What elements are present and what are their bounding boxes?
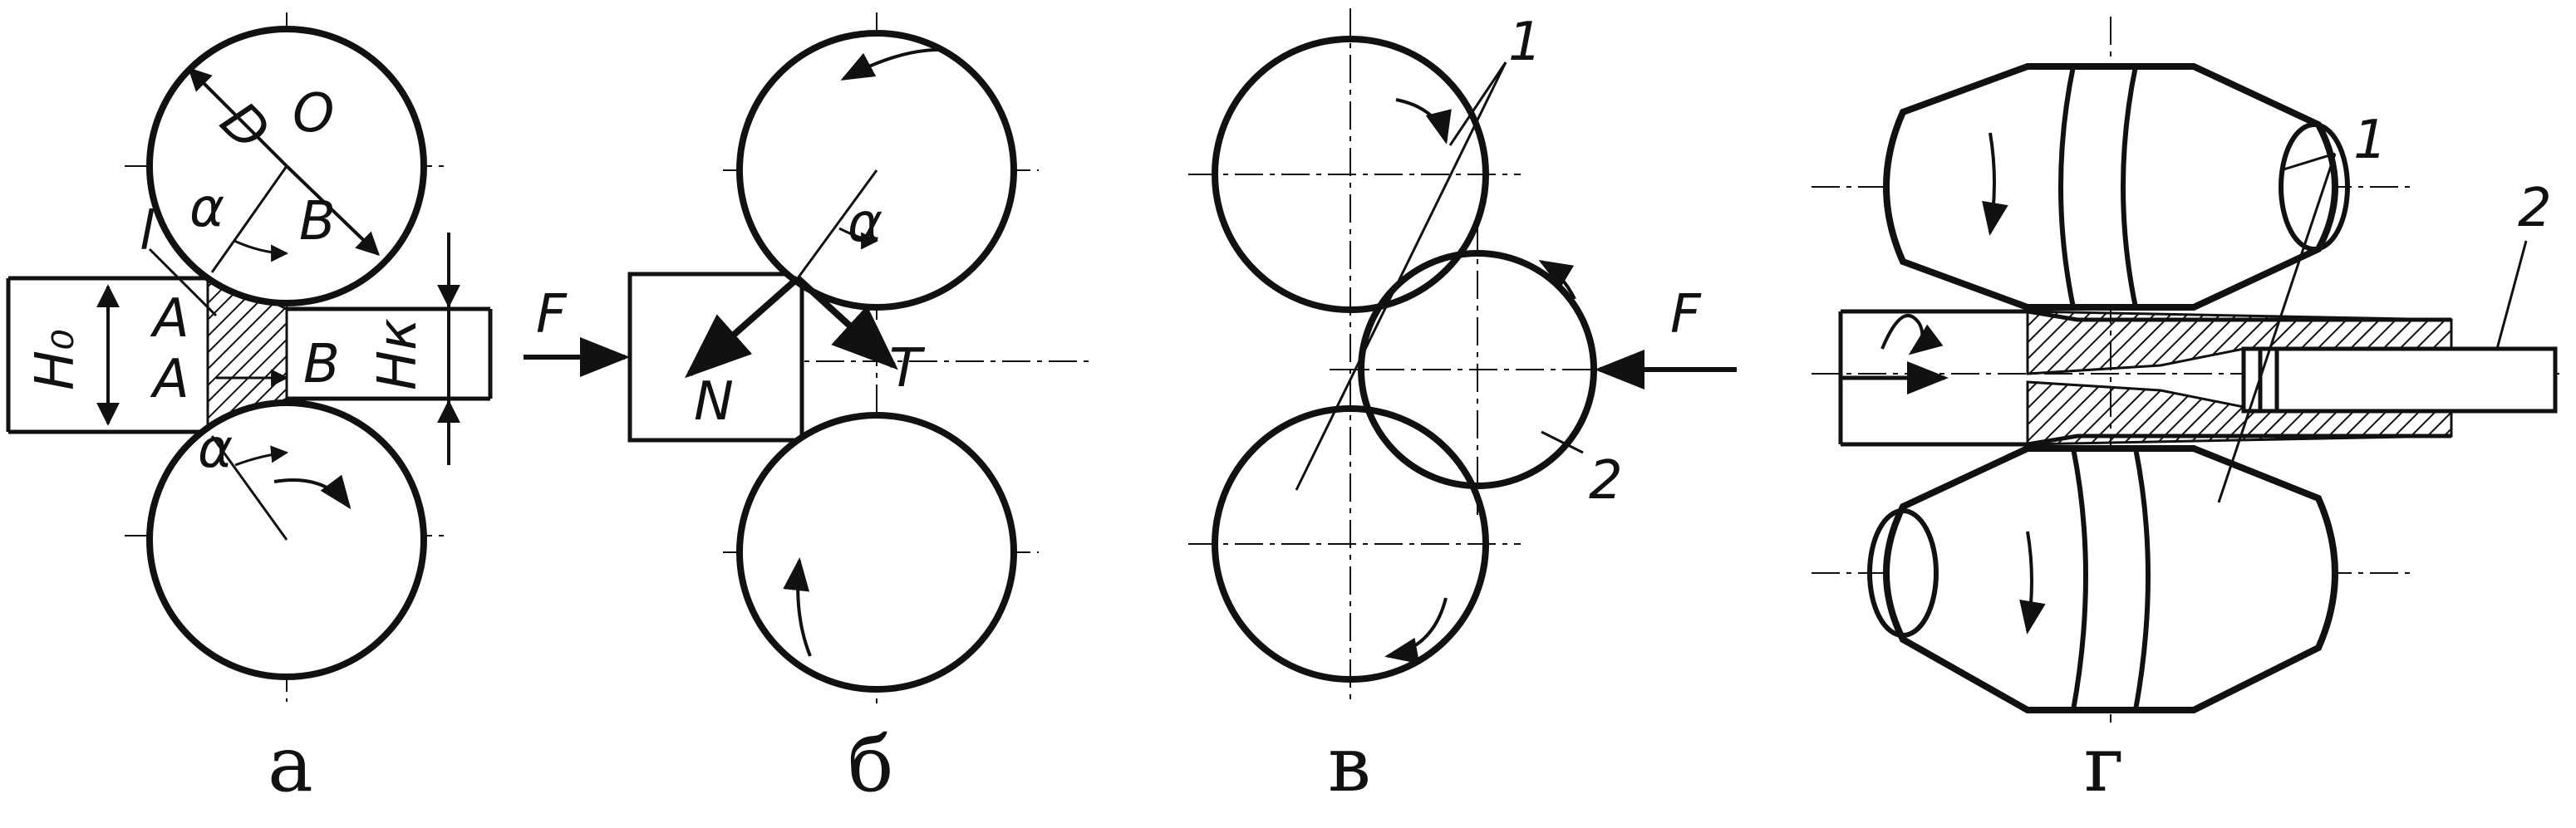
panel-a-label-b-mid: B	[303, 334, 340, 395]
panel-a-radius-arrow	[285, 164, 381, 256]
panel-v-upper-rotation-arrow	[1395, 98, 1452, 145]
panel-a-contact-radius	[210, 165, 288, 273]
panel-v-lower-rotation-arrow	[1384, 597, 1448, 664]
panel-g-leader-1a	[2280, 152, 2336, 172]
panel-v-workpiece	[1358, 250, 1597, 489]
panel-g-upper-roll-end	[2279, 122, 2350, 252]
panel-b-label-t: T	[889, 338, 926, 399]
panel-a-label-alpha-bottom: α	[198, 419, 233, 480]
panel-a-angle-arc-bottom	[234, 445, 289, 467]
panel-v-leader-1b	[1295, 61, 1507, 491]
panel-b-angle-arc	[838, 227, 879, 250]
panel-g-mandrel	[2241, 346, 2558, 414]
panel-a-lower-contact-radius	[210, 435, 288, 541]
panel-a-rotation-arrow	[273, 474, 351, 510]
panel-v-label-2: 2	[1589, 450, 1623, 512]
panel-g: 1 2 г	[1812, 17, 2559, 809]
panel-a-diameter-arrow	[188, 67, 288, 168]
panel-b-caption: б	[848, 720, 893, 809]
panel-g-caption: г	[2084, 720, 2124, 809]
panel-v-label-f: F	[1670, 284, 1702, 345]
panel-v-lower-roll	[1212, 405, 1489, 683]
panel-g-upper-roll-band	[2058, 66, 2138, 308]
panel-a-label-hk: Hк	[367, 318, 429, 390]
panel-b-radius-line	[796, 169, 878, 279]
panel-g-lower-roll	[1883, 445, 2338, 713]
panel-v-caption: в	[1328, 720, 1371, 809]
panel-a-caption: а	[268, 720, 313, 809]
panel-b-label-alpha: α	[848, 193, 882, 254]
panel-b: F N T α б	[524, 12, 1089, 809]
panel-v-leader-2	[1541, 430, 1584, 454]
panel-b-normal-force-n	[685, 276, 800, 379]
panel-v-label-1: 1	[1508, 12, 1542, 73]
panel-g-upper-rotation-arrow	[1982, 132, 2008, 236]
panel-a-label-o: O	[293, 83, 334, 145]
panel-a-label-a-top: A	[150, 288, 189, 350]
panel-g-lower-rotation-arrow	[2019, 531, 2046, 634]
panel-g-leader-2	[2495, 240, 2528, 350]
panel-g-leader-1b	[2217, 153, 2337, 503]
panel-b-lower-rotation-arrow	[783, 557, 812, 657]
panel-v-upper-roll	[1212, 36, 1489, 313]
panel-b-label-f: F	[536, 284, 568, 345]
panel-a-label-h0: H₀	[25, 329, 86, 390]
panel-v-leader-1a	[1448, 61, 1507, 146]
panel-a-label-alpha-top: α	[189, 178, 224, 239]
panel-g-label-2: 2	[2518, 178, 2552, 239]
panel-b-lower-roll	[736, 412, 1017, 693]
panel-v: 1 2 F в	[1188, 8, 1737, 809]
panel-a: D O l α B A A B α H₀ Hк а	[6, 12, 493, 809]
panel-g-workpiece-rotation-arrow	[1880, 314, 1944, 355]
panel-a-angle-arc-top	[234, 239, 289, 262]
panel-a-label-b-top: B	[299, 191, 336, 252]
panel-a-contact-length-line	[148, 247, 218, 317]
panel-g-lower-roll-band	[2071, 448, 2151, 711]
panel-a-label-l: l	[140, 201, 155, 262]
panel-g-lower-roll-end	[1867, 508, 1939, 638]
panel-b-upper-rotation-arrow	[840, 48, 940, 81]
panel-a-workpiece	[6, 276, 493, 434]
panel-g-label-1: 1	[2353, 110, 2387, 171]
panel-v-centerlines	[1188, 8, 1629, 706]
panel-b-label-n: N	[694, 371, 734, 433]
panel-g-upper-roll	[1883, 63, 2338, 311]
panel-v-workpiece-rotation-arrow	[1538, 259, 1576, 300]
panel-a-label-a-bottom: A	[150, 349, 189, 410]
panel-b-friction-force-t	[795, 276, 898, 370]
